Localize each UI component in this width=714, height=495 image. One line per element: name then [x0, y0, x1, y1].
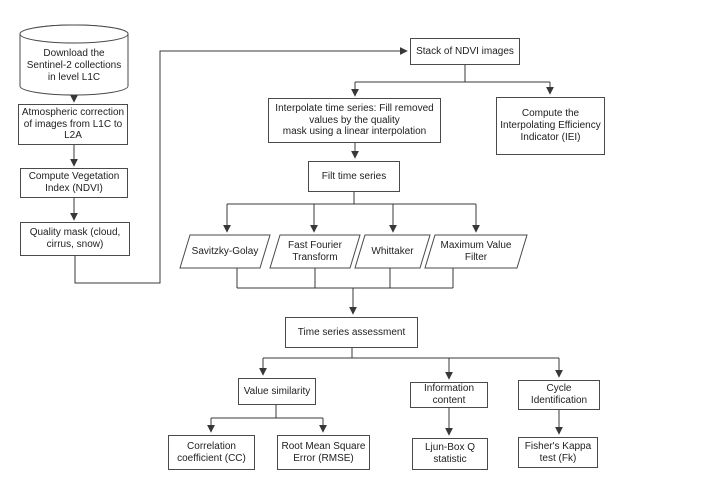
- node-maximum-value-filter: Maximum Value Filter: [440, 239, 512, 263]
- edges: [70, 47, 563, 436]
- edge-qmask-to-stack: [74, 47, 408, 284]
- node-savitzky-golay: Savitzky-Golay: [191, 245, 259, 257]
- node-cycle-identification: Cycle Identification: [518, 380, 600, 410]
- node-fast-fourier-transform: Fast Fourier Transform: [288, 239, 342, 263]
- node-interpolate-time-series: Interpolate time series: Fill removed va…: [268, 98, 441, 143]
- node-ljun-box-q: Ljun-Box Q statistic: [412, 438, 488, 470]
- node-compute-ndvi: Compute Vegetation Index (NDVI): [20, 168, 128, 198]
- node-rmse: Root Mean Square Error (RMSE): [277, 435, 370, 470]
- node-time-series-assessment: Time series assessment: [285, 317, 418, 348]
- node-download-sentinel2: Download the Sentinel-2 collections in l…: [26, 48, 122, 83]
- parallelogram-savitzky-golay: [179, 234, 271, 269]
- parallelogram-maximum-value-filter: [424, 234, 528, 269]
- node-compute-iei: Compute the Interpolating Efficiency Ind…: [496, 97, 605, 155]
- node-fishers-kappa: Fisher's Kappa test (Fk): [518, 437, 598, 468]
- parallelogram-fast-fourier-transform: [269, 234, 361, 269]
- node-value-similarity: Value similarity: [238, 378, 316, 405]
- node-correlation-coefficient: Correlation coefficient (CC): [168, 435, 255, 470]
- node-quality-mask: Quality mask (cloud, cirrus, snow): [20, 222, 130, 256]
- cylinder-top-rim: [19, 24, 129, 44]
- node-stack-of-ndvi-images: Stack of NDVI images: [410, 38, 520, 65]
- node-atmospheric-correction: Atmospheric correction of images from L1…: [18, 104, 128, 145]
- node-whittaker: Whittaker: [371, 245, 414, 257]
- node-filt-time-series: Filt time series: [308, 161, 400, 192]
- parallelogram-whittaker: [354, 234, 431, 269]
- node-information-content: Information content: [410, 382, 488, 408]
- shape-group: [19, 24, 528, 269]
